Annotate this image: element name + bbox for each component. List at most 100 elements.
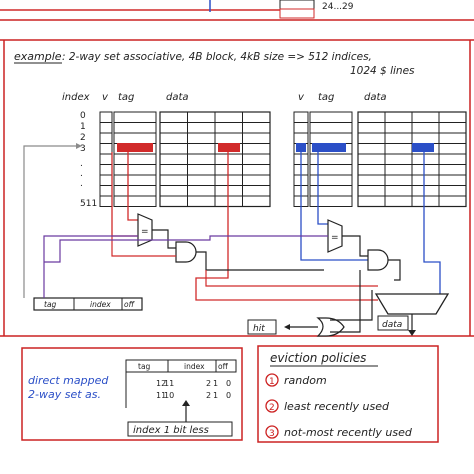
note-box <box>127 421 233 437</box>
way2-tag-row <box>309 174 353 186</box>
way2-data-hit-entry <box>412 143 434 152</box>
comparison-panel: direct mapped 2-way set as. tag index of… <box>21 347 243 441</box>
header-tag-way2: tag <box>318 92 334 103</box>
way2-comparator-label: = <box>331 233 339 243</box>
way1-tag-column <box>113 111 157 207</box>
index-select-wire <box>23 145 76 298</box>
header-index: index <box>62 92 90 103</box>
address-offset: off <box>124 300 136 309</box>
example-text: : 2-way set associative, 4B block, 4kB s… <box>62 51 372 63</box>
way1 <box>99 111 271 208</box>
way2-valid-row <box>293 122 309 134</box>
or-input-1 <box>330 290 373 321</box>
way1-valid-row <box>99 143 113 155</box>
index-label: . <box>80 179 83 189</box>
eviction-title: eviction policies <box>270 351 366 365</box>
way1-tag-row <box>113 153 157 165</box>
way2-comparator <box>327 219 343 253</box>
row-direct-mapped: direct mapped <box>28 374 109 387</box>
row-2way: 2-way set as. <box>28 388 101 401</box>
way1-valid-row <box>99 153 113 165</box>
mux-output-arrow <box>408 330 416 336</box>
index-label: . <box>80 159 83 169</box>
way1-tag-row <box>113 111 157 123</box>
way1-tag-row <box>113 195 157 207</box>
dm-tag-bits: 12 <box>156 379 166 388</box>
eviction-panel: eviction policies 1 random 2 least recen… <box>257 345 439 443</box>
policy-1-label: random <box>284 374 327 387</box>
way1-tag-hit-entry <box>117 143 153 152</box>
comparison-frame <box>21 347 243 441</box>
field-header <box>125 359 237 373</box>
field-tag-header: tag <box>138 362 151 371</box>
way2-tag-row <box>309 195 353 207</box>
policy-2-marker <box>265 399 279 413</box>
dm-index-bits-2: 1 <box>213 379 218 388</box>
way1-data-block <box>159 111 271 208</box>
way2-wiring <box>300 152 441 296</box>
way1-data-hit-entry <box>218 143 240 152</box>
index-label: 0 <box>80 111 86 121</box>
policy-2-num: 2 <box>269 403 275 413</box>
hit-or-gate <box>316 317 345 337</box>
field-off-header: off <box>218 362 229 371</box>
policy-3-num: 3 <box>269 429 275 439</box>
index-select-arrowhead <box>76 143 82 149</box>
address-box <box>33 297 143 311</box>
address-tag: tag <box>44 300 57 309</box>
way1-comparator-label: = <box>141 227 149 237</box>
way2-tag-wire <box>317 152 328 225</box>
field-index-header: index <box>184 362 205 371</box>
way1-tag-row <box>113 132 157 144</box>
way2-cmp-to-and <box>342 235 368 257</box>
sa-index-bits: 2 <box>206 391 211 400</box>
way2-data-block <box>357 111 467 208</box>
header-v-way1: v <box>102 92 109 103</box>
address-register: tag index off <box>33 297 143 311</box>
or-input-2 <box>330 270 361 333</box>
way1-tag-wire <box>127 152 138 221</box>
index-label: 1 <box>80 122 86 132</box>
top-fragment-label: 24...29 <box>322 2 354 12</box>
data-out-box <box>377 315 409 331</box>
way2-tag-hit-entry <box>312 143 346 152</box>
way1-select-wire <box>205 270 378 287</box>
tag-compare-wire <box>43 235 328 298</box>
top-block-1 <box>279 0 315 10</box>
way1-tag-row <box>113 174 157 186</box>
policy-2-label: least recently used <box>284 400 390 413</box>
way2-valid-hit-entry <box>296 143 306 152</box>
way1-valid-row <box>99 195 113 207</box>
sa-tag-bits: 11 <box>156 391 166 400</box>
column-headers: index v tag data v tag data <box>62 92 387 103</box>
hit-box <box>247 319 277 335</box>
way1-valid-to-and <box>111 236 176 257</box>
sa-index-bits-2: 1 <box>213 391 218 400</box>
dm-index-bits: 2 <box>206 379 211 388</box>
data-out-label: data <box>382 320 402 330</box>
data-mux <box>374 293 450 315</box>
policy-1-marker <box>265 373 279 387</box>
header-v-way2: v <box>298 92 305 103</box>
way2-tag-row <box>309 164 353 176</box>
header-data-way2: data <box>364 92 387 103</box>
address-index: index <box>90 300 111 309</box>
way1-and-gate <box>175 241 197 263</box>
hit-wires <box>196 251 401 281</box>
way1-valid-row <box>99 174 113 186</box>
way2 <box>293 111 467 208</box>
index-label: 3 <box>80 144 86 154</box>
example-prefix: example <box>14 50 62 63</box>
way2-tag-row <box>309 132 353 144</box>
way2-tag-row <box>309 153 353 165</box>
sa-tag-bits-2: 10 <box>164 391 174 400</box>
dm-tag-bits-2: 11 <box>164 379 174 388</box>
way2-tag-column <box>309 111 353 207</box>
index-label: 2 <box>80 133 86 143</box>
way2-and-gate <box>367 249 389 271</box>
way2-valid-row <box>293 111 309 123</box>
way1-valid-row <box>99 185 113 197</box>
way1-valid-row <box>99 164 113 176</box>
